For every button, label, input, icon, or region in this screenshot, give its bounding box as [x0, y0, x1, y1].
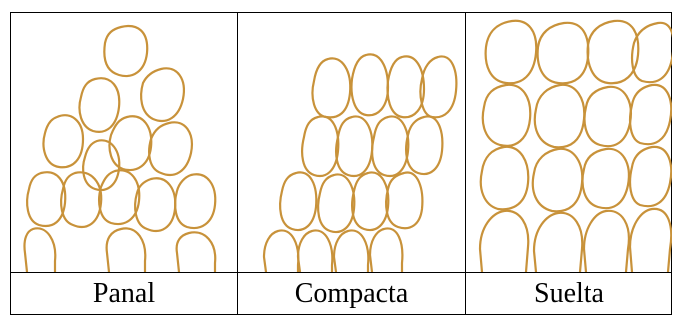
cell	[336, 116, 372, 176]
cell	[483, 85, 530, 146]
cell	[352, 54, 388, 115]
cell	[80, 78, 120, 132]
cell	[481, 147, 528, 209]
compacta-diagram	[238, 13, 465, 272]
cell	[141, 68, 184, 121]
cell	[61, 172, 101, 227]
cell	[583, 149, 629, 208]
suelta-cells	[466, 13, 672, 272]
cell	[280, 172, 316, 230]
cell	[107, 228, 146, 272]
cell	[486, 21, 537, 83]
cell	[302, 116, 338, 176]
cell	[630, 85, 671, 144]
figure-table: Panal Compacta Suelta	[10, 12, 672, 315]
cell	[149, 122, 192, 175]
cell	[352, 172, 388, 230]
cell	[135, 178, 175, 231]
cell	[334, 230, 368, 272]
cell	[83, 140, 119, 190]
cell	[588, 21, 639, 83]
cell	[99, 170, 139, 224]
cell	[104, 26, 147, 76]
cell	[388, 56, 424, 117]
cell	[24, 228, 55, 272]
cell	[533, 149, 582, 211]
cell	[298, 230, 332, 272]
cell	[534, 213, 582, 272]
label-panal: Panal	[11, 272, 237, 316]
panal-diagram	[11, 13, 237, 272]
cell	[370, 228, 402, 272]
cell	[386, 172, 422, 228]
cell	[372, 116, 408, 176]
cell	[318, 174, 354, 232]
cell	[585, 87, 631, 146]
cell	[538, 23, 589, 83]
suelta-diagram	[466, 13, 672, 272]
cell	[480, 211, 528, 272]
cell	[110, 116, 152, 170]
cell	[535, 85, 584, 147]
cell	[175, 174, 215, 228]
cell	[420, 56, 456, 117]
cell	[584, 211, 629, 272]
panal-cells	[11, 13, 237, 272]
cell	[313, 58, 351, 117]
label-compacta: Compacta	[238, 272, 465, 316]
label-suelta: Suelta	[466, 272, 672, 316]
cell	[177, 232, 216, 272]
cell	[630, 147, 671, 206]
cell	[27, 172, 65, 226]
cell	[264, 230, 298, 272]
cell	[44, 115, 83, 167]
compacta-cells	[238, 13, 465, 272]
cell	[630, 209, 671, 272]
cell	[406, 116, 442, 174]
